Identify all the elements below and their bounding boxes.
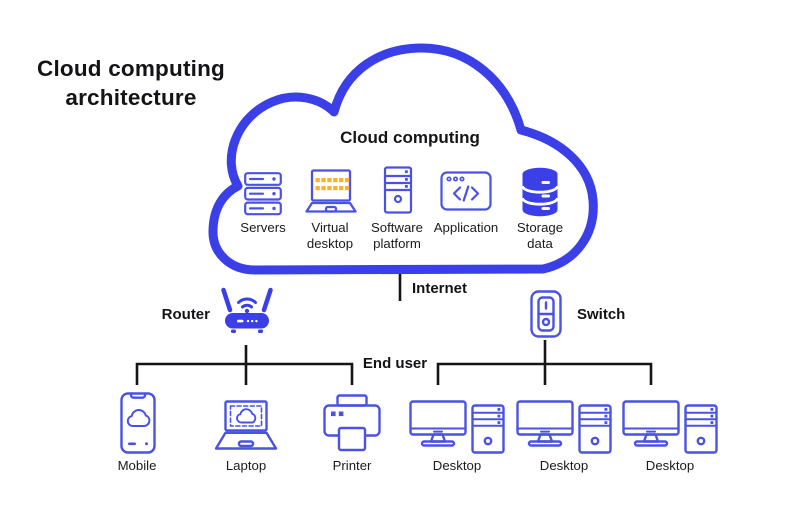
switch-icon xyxy=(530,290,562,338)
right-bracket-line xyxy=(436,362,653,385)
cloud-item-label-virtual-desktop: Virtual desktop xyxy=(306,220,354,251)
cloud-item-label-application: Application xyxy=(433,220,499,235)
device-label-desktop-2: Desktop xyxy=(539,458,589,473)
cloud-heading: Cloud computing xyxy=(340,128,480,147)
cloud-item-label-servers: Servers xyxy=(240,220,286,235)
cloud-outline xyxy=(208,43,598,275)
end-user-label: End user xyxy=(362,355,428,372)
router-label: Router xyxy=(161,306,210,323)
laptop-icon xyxy=(214,400,278,452)
printer-icon xyxy=(323,394,381,454)
device-label-mobile: Mobile xyxy=(117,458,157,473)
device-label-printer: Printer xyxy=(332,458,372,473)
application-icon xyxy=(440,171,492,211)
cloud-item-label-software-platform: Software platform xyxy=(370,220,424,251)
device-label-laptop: Laptop xyxy=(225,458,267,473)
router-icon xyxy=(220,286,274,334)
desktop-icon xyxy=(622,400,718,454)
storage-data-icon xyxy=(521,167,559,217)
switch-label: Switch xyxy=(577,306,626,323)
desktop-icon xyxy=(409,400,505,454)
mobile-icon xyxy=(120,392,156,454)
left-bracket-line xyxy=(135,362,354,385)
desktop-icon xyxy=(516,400,612,454)
internet-label: Internet xyxy=(412,280,468,297)
servers-icon xyxy=(244,172,282,216)
page-title: Cloud computing architecture xyxy=(37,56,225,110)
device-label-desktop-1: Desktop xyxy=(432,458,482,473)
software-platform-icon xyxy=(381,166,415,214)
virtual-desktop-icon xyxy=(305,169,357,215)
device-label-desktop-3: Desktop xyxy=(645,458,695,473)
cloud-item-label-storage-data: Storage data xyxy=(516,220,564,251)
